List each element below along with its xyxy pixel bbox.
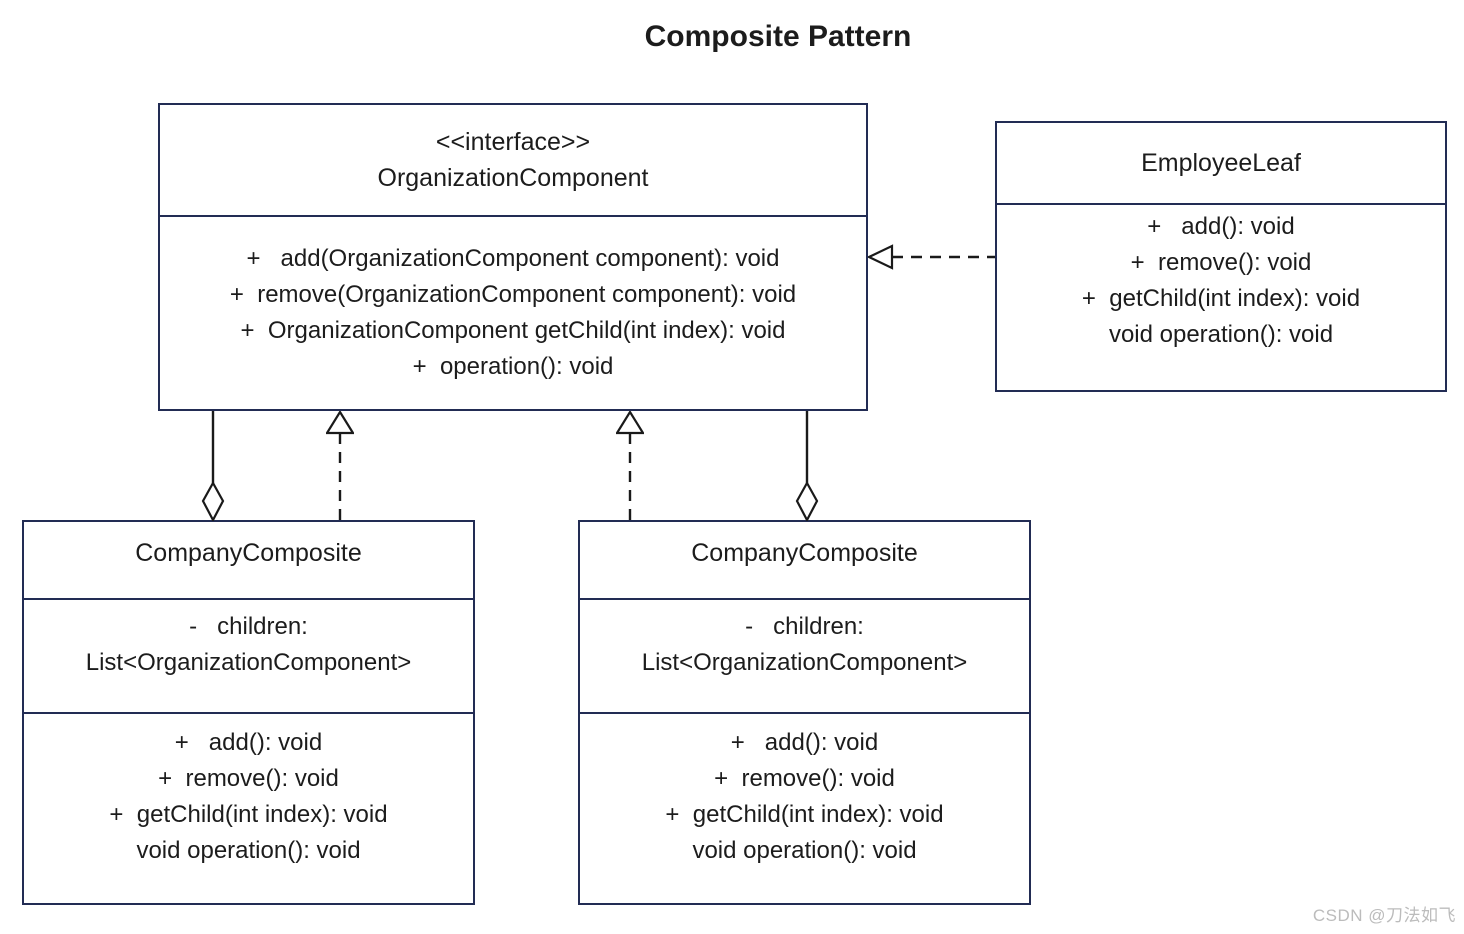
method-line: + add(OrganizationComponent component): … <box>246 245 780 272</box>
class-methods: + add(): void + remove(): void + getChil… <box>580 712 1029 903</box>
class-name: CompanyComposite <box>691 539 918 567</box>
class-methods: + add(): void + remove(): void + getChil… <box>997 203 1445 390</box>
class-attributes: - children: List<OrganizationComponent> <box>580 598 1029 712</box>
realization-arrow-composite-right <box>616 411 644 521</box>
class-header: <<interface>> OrganizationComponent <box>160 105 866 215</box>
class-box-company-composite-right: CompanyComposite - children: List<Organi… <box>578 520 1031 905</box>
method-line: + remove(OrganizationComponent component… <box>229 281 797 308</box>
diagram-title: Composite Pattern <box>644 20 912 53</box>
attribute-line: - children: <box>189 613 308 640</box>
hollow-diamond-icon <box>795 480 819 521</box>
method-line: + add(): void <box>730 728 879 756</box>
class-box-organization-component: <<interface>> OrganizationComponent + ad… <box>158 103 868 411</box>
class-methods: + add(): void + remove(): void + getChil… <box>24 712 473 903</box>
hollow-diamond-icon <box>201 480 225 521</box>
class-header: CompanyComposite <box>24 522 473 598</box>
method-line: + getChild(int index): void <box>665 800 944 828</box>
method-line: + remove(): void <box>158 764 339 792</box>
method-line: + remove(): void <box>714 764 895 792</box>
attribute-line: List<OrganizationComponent> <box>641 649 968 676</box>
method-line: + OrganizationComponent getChild(int ind… <box>240 317 786 344</box>
watermark: CSDN @刀法如飞 <box>1312 906 1456 925</box>
aggregation-connector-left <box>201 411 225 521</box>
method-line: void operation(): void <box>136 836 361 864</box>
aggregation-connector-right <box>795 411 819 521</box>
class-name: EmployeeLeaf <box>1141 149 1301 177</box>
attribute-line: List<OrganizationComponent> <box>85 649 412 676</box>
attribute-line: - children: <box>745 613 864 640</box>
class-methods: + add(OrganizationComponent component): … <box>160 215 866 409</box>
method-line: void operation(): void <box>692 836 917 864</box>
hollow-triangle-icon <box>868 244 894 270</box>
class-header: EmployeeLeaf <box>997 123 1445 203</box>
method-line: void operation(): void <box>1108 320 1334 348</box>
method-line: + add(): void <box>1147 212 1295 240</box>
class-name: CompanyComposite <box>135 539 362 567</box>
method-line: + getChild(int index): void <box>109 800 388 828</box>
realization-arrow-composite-left <box>326 411 354 521</box>
class-box-employee-leaf: EmployeeLeaf + add(): void + remove(): v… <box>995 121 1447 392</box>
method-line: + add(): void <box>174 728 323 756</box>
class-name: OrganizationComponent <box>377 164 649 192</box>
class-header: CompanyComposite <box>580 522 1029 598</box>
class-box-company-composite-left: CompanyComposite - children: List<Organi… <box>22 520 475 905</box>
class-stereotype: <<interface>> <box>435 128 591 156</box>
method-line: + remove(): void <box>1130 248 1312 276</box>
method-line: + getChild(int index): void <box>1081 284 1361 312</box>
method-line: + operation(): void <box>412 353 614 380</box>
realization-arrow-employee-leaf <box>868 244 995 270</box>
hollow-triangle-icon <box>616 411 644 435</box>
hollow-triangle-icon <box>326 411 354 435</box>
class-attributes: - children: List<OrganizationComponent> <box>24 598 473 712</box>
